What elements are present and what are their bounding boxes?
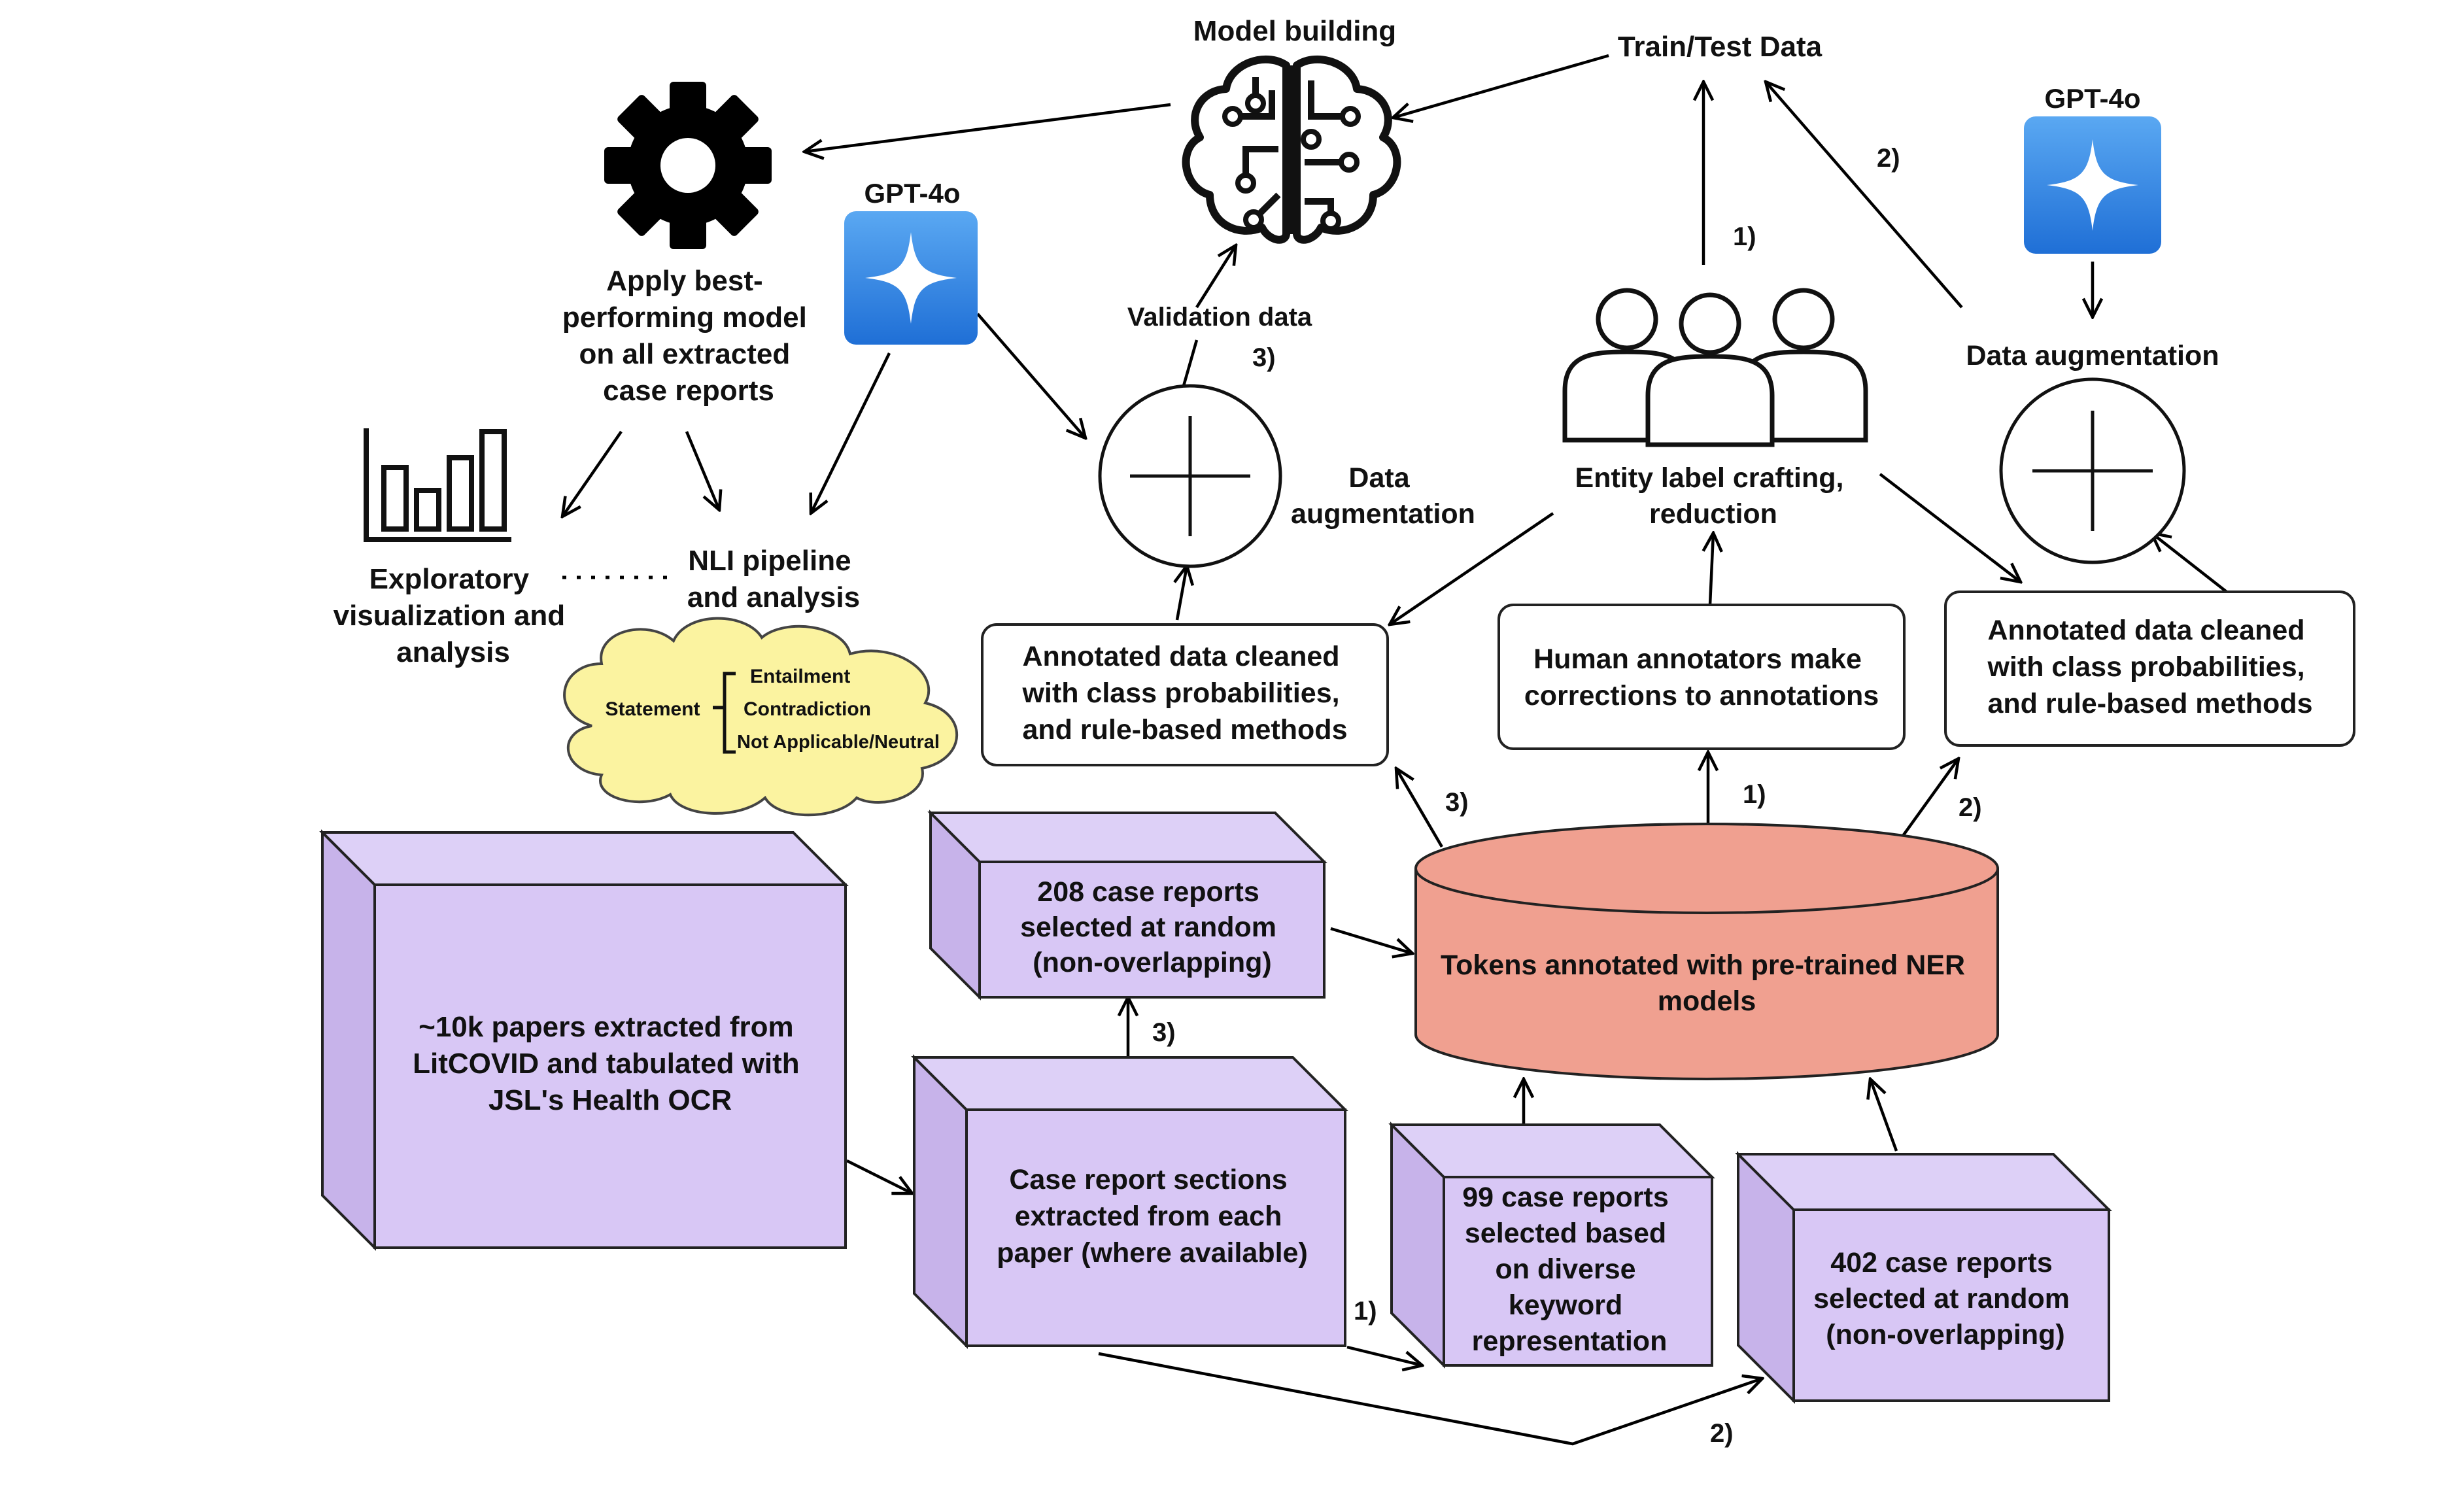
sections-text: Case report sections extracted from each… xyxy=(997,1164,1308,1269)
tokens-line: Tokens annotated with pre-trained NER xyxy=(1441,950,1965,981)
random208-line: selected at random xyxy=(1020,912,1276,943)
annotated-data-box-left xyxy=(981,623,1389,766)
step-label: 2) xyxy=(1710,1419,1734,1448)
data-aug-line: augmentation xyxy=(1291,498,1475,530)
annotated-left-line: Annotated data cleaned xyxy=(1023,641,1340,672)
diverse99-line: selected based xyxy=(1465,1218,1666,1249)
data-augmentation-middle-label: Data augmentation xyxy=(1291,462,1475,530)
gpt-4o-sparkle-icon xyxy=(844,211,978,345)
apply-model-line: case reports xyxy=(603,375,774,407)
papers-text: ~10k papers extracted from LitCOVID and … xyxy=(413,1011,808,1116)
model-building-label: Model building xyxy=(1193,15,1396,47)
gpt-left-label: GPT-4o xyxy=(864,178,960,209)
apply-model-line: on all extracted xyxy=(579,338,790,370)
random208-cube xyxy=(927,810,1327,1001)
tokens-line: models xyxy=(1658,985,1756,1017)
gear-icon xyxy=(604,82,772,249)
diverse99-line: keyword xyxy=(1509,1290,1622,1321)
data-aug-line: Data xyxy=(1348,462,1410,494)
nli-line: NLI pipeline xyxy=(688,545,851,577)
nli-cloud xyxy=(563,617,959,817)
annotated-right-line: with class probabilities, xyxy=(1987,651,2304,683)
diverse99-line: 99 case reports xyxy=(1462,1182,1669,1213)
gpt-4o-sparkle-icon xyxy=(2024,116,2161,254)
human-annotators-box xyxy=(1497,604,1906,750)
sections-cube xyxy=(911,1054,1348,1349)
exploratory-line: Exploratory xyxy=(369,563,530,595)
sections-line: paper (where available) xyxy=(997,1237,1308,1269)
annotated-data-box-right xyxy=(1944,590,2355,747)
tokens-text: Tokens annotated with pre-trained NER mo… xyxy=(1441,950,1973,1017)
people-group-icon xyxy=(1565,290,1866,445)
random208-line: (non-overlapping) xyxy=(1033,947,1271,978)
annotated-right-line: Annotated data cleaned xyxy=(1988,615,2305,646)
nli-line: and analysis xyxy=(687,581,860,613)
papers-line: JSL's Health OCR xyxy=(488,1084,732,1116)
entity-label-crafting: Entity label crafting, reduction xyxy=(1575,462,1852,530)
human-annotators-text: Human annotators make corrections to ann… xyxy=(1524,643,1879,711)
random402-cube xyxy=(1735,1151,2112,1404)
annotated-left-line: and rule-based methods xyxy=(1023,714,1348,745)
random402-line: (non-overlapping) xyxy=(1826,1319,2064,1350)
random402-line: 402 case reports xyxy=(1830,1247,2052,1278)
connector-lines xyxy=(562,54,2228,1446)
diverse99-cube xyxy=(1388,1121,1715,1369)
sections-line: Case report sections xyxy=(1009,1164,1287,1195)
cloud-entailment: Entailment xyxy=(750,666,850,687)
train-test-label: Train/Test Data xyxy=(1618,31,1822,63)
annotated-right-text: Annotated data cleaned with class probab… xyxy=(1987,615,2312,719)
step-label: 3) xyxy=(1152,1018,1176,1047)
human-annotators-line: Human annotators make xyxy=(1533,643,1862,675)
plus-circle-icon xyxy=(1999,377,2186,564)
random402-text: 402 case reports selected at random (non… xyxy=(1813,1247,2078,1350)
tokens-cylinder xyxy=(1414,823,1999,1080)
diverse99-line: representation xyxy=(1472,1326,1668,1357)
annotated-right-line: and rule-based methods xyxy=(1988,688,2313,719)
step-label: 3) xyxy=(1445,788,1469,817)
annotated-left-text: Annotated data cleaned with class probab… xyxy=(1021,641,1347,745)
diverse99-line: on diverse xyxy=(1495,1254,1635,1285)
random208-line: 208 case reports xyxy=(1037,876,1259,908)
exploratory-line: visualization and xyxy=(334,600,566,632)
exploratory-line: analysis xyxy=(396,636,510,668)
cloud-statement: Statement xyxy=(605,698,700,720)
exploratory-label: Exploratory visualization and analysis xyxy=(334,563,573,668)
entity-label-line: Entity label crafting, xyxy=(1575,462,1844,494)
random208-text: 208 case reports selected at random (non… xyxy=(1020,876,1284,978)
annotated-left-line: with class probabilities, xyxy=(1021,677,1339,709)
entity-label-line: reduction xyxy=(1649,498,1777,530)
human-annotators-line: corrections to annotations xyxy=(1524,680,1879,711)
sections-line: extracted from each xyxy=(1015,1201,1282,1232)
step-label: 3) xyxy=(1252,343,1276,372)
gpt-right-label: GPT-4o xyxy=(2044,83,2140,114)
papers-line: ~10k papers extracted from xyxy=(419,1011,794,1043)
papers-cube xyxy=(319,829,849,1251)
step-label: 2) xyxy=(1959,793,1982,822)
apply-model-line: Apply best- xyxy=(606,265,763,297)
random402-line: selected at random xyxy=(1813,1283,2070,1314)
step-label: 2) xyxy=(1877,144,1900,173)
step-label: 1) xyxy=(1743,780,1766,809)
brain-circuit-icon xyxy=(1182,56,1401,244)
validation-data-label: Validation data xyxy=(1127,303,1312,332)
cloud-neutral: Not Applicable/Neutral xyxy=(737,732,940,753)
apply-model-line: performing model xyxy=(562,301,807,334)
diverse99-text: 99 case reports selected based on divers… xyxy=(1462,1182,1676,1357)
step-label: 1) xyxy=(1354,1297,1377,1326)
bar-chart-icon xyxy=(364,428,511,542)
apply-model-label: Apply best- performing model on all extr… xyxy=(562,265,815,407)
plus-circle-icon xyxy=(1098,384,1282,568)
step-label: 1) xyxy=(1733,222,1756,251)
papers-line: LitCOVID and tabulated with xyxy=(413,1048,800,1080)
nli-pipeline-label: NLI pipeline and analysis xyxy=(687,545,860,613)
cloud-contradiction: Contradiction xyxy=(744,698,871,720)
data-augmentation-right-label: Data augmentation xyxy=(1966,340,2219,371)
